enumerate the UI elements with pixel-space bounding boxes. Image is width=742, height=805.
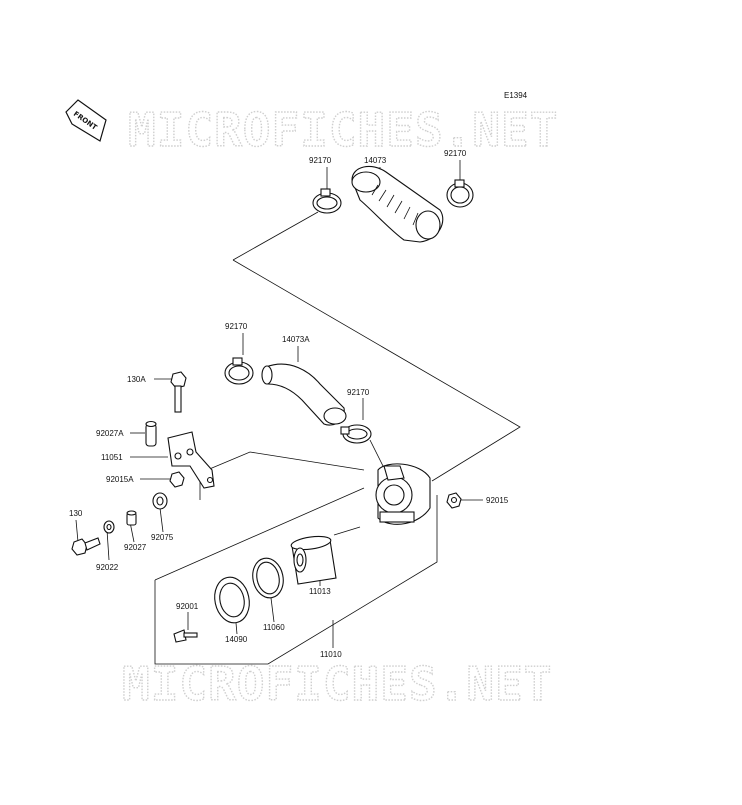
hose-clamp-92170-left (312, 188, 342, 214)
part-label-11010: 11010 (320, 650, 342, 659)
watermark-bottom: MICROFICHES.NET (122, 657, 552, 711)
part-label-11013: 11013 (309, 587, 331, 596)
part-label-92015A: 92015A (106, 475, 134, 484)
hose-clamp-92170-right (446, 179, 474, 208)
part-label-11051: 11051 (101, 453, 123, 462)
part-label-14090: 14090 (225, 635, 248, 644)
grommet-92075 (152, 492, 168, 510)
hose-clamp-92170-mid-right (340, 424, 372, 444)
bracket-11051 (167, 431, 215, 489)
bolt-130A (170, 371, 187, 413)
part-label-11060: 11060 (263, 623, 285, 632)
part-label-92170: 92170 (444, 149, 467, 158)
part-label-130: 130 (69, 509, 83, 518)
washer-92022 (103, 520, 115, 534)
part-label-130A: 130A (127, 375, 146, 384)
bolt-130 (71, 537, 101, 556)
collar-92027A (145, 420, 157, 447)
part-label-92170: 92170 (309, 156, 332, 165)
part-label-92027A: 92027A (96, 429, 124, 438)
part-label-92027: 92027 (124, 543, 147, 552)
nut-92015A (169, 471, 185, 488)
part-label-92170: 92170 (225, 322, 248, 331)
part-label-92170: 92170 (347, 388, 370, 397)
part-label-14073: 14073 (364, 156, 387, 165)
part-labels: 14073 92170 92170 92170 14073A 92170 130… (69, 149, 509, 659)
part-label-92022: 92022 (96, 563, 119, 572)
cover-14090 (214, 576, 250, 624)
part-label-14073A: 14073A (282, 335, 310, 344)
front-arrow-icon: FRONT (65, 99, 107, 142)
assembly-lines (75, 160, 521, 665)
intake-duct-14073 (351, 165, 444, 243)
gasket-11060 (252, 557, 284, 599)
collar-92027 (126, 510, 137, 526)
watermark-top: MICROFICHES.NET (128, 103, 558, 157)
part-label-92015: 92015 (486, 496, 509, 505)
part-label-92001: 92001 (176, 602, 199, 611)
hose-clamp-92170-mid-left (224, 357, 254, 385)
air-cleaner-housing (375, 463, 431, 525)
filter-element-11013 (290, 535, 337, 585)
diagram-code: E1394 (504, 91, 528, 100)
wing-bolt-92001 (173, 629, 198, 643)
part-label-92075: 92075 (151, 533, 174, 542)
elbow-tube-14073A (261, 363, 347, 426)
nut-92015 (446, 492, 462, 509)
